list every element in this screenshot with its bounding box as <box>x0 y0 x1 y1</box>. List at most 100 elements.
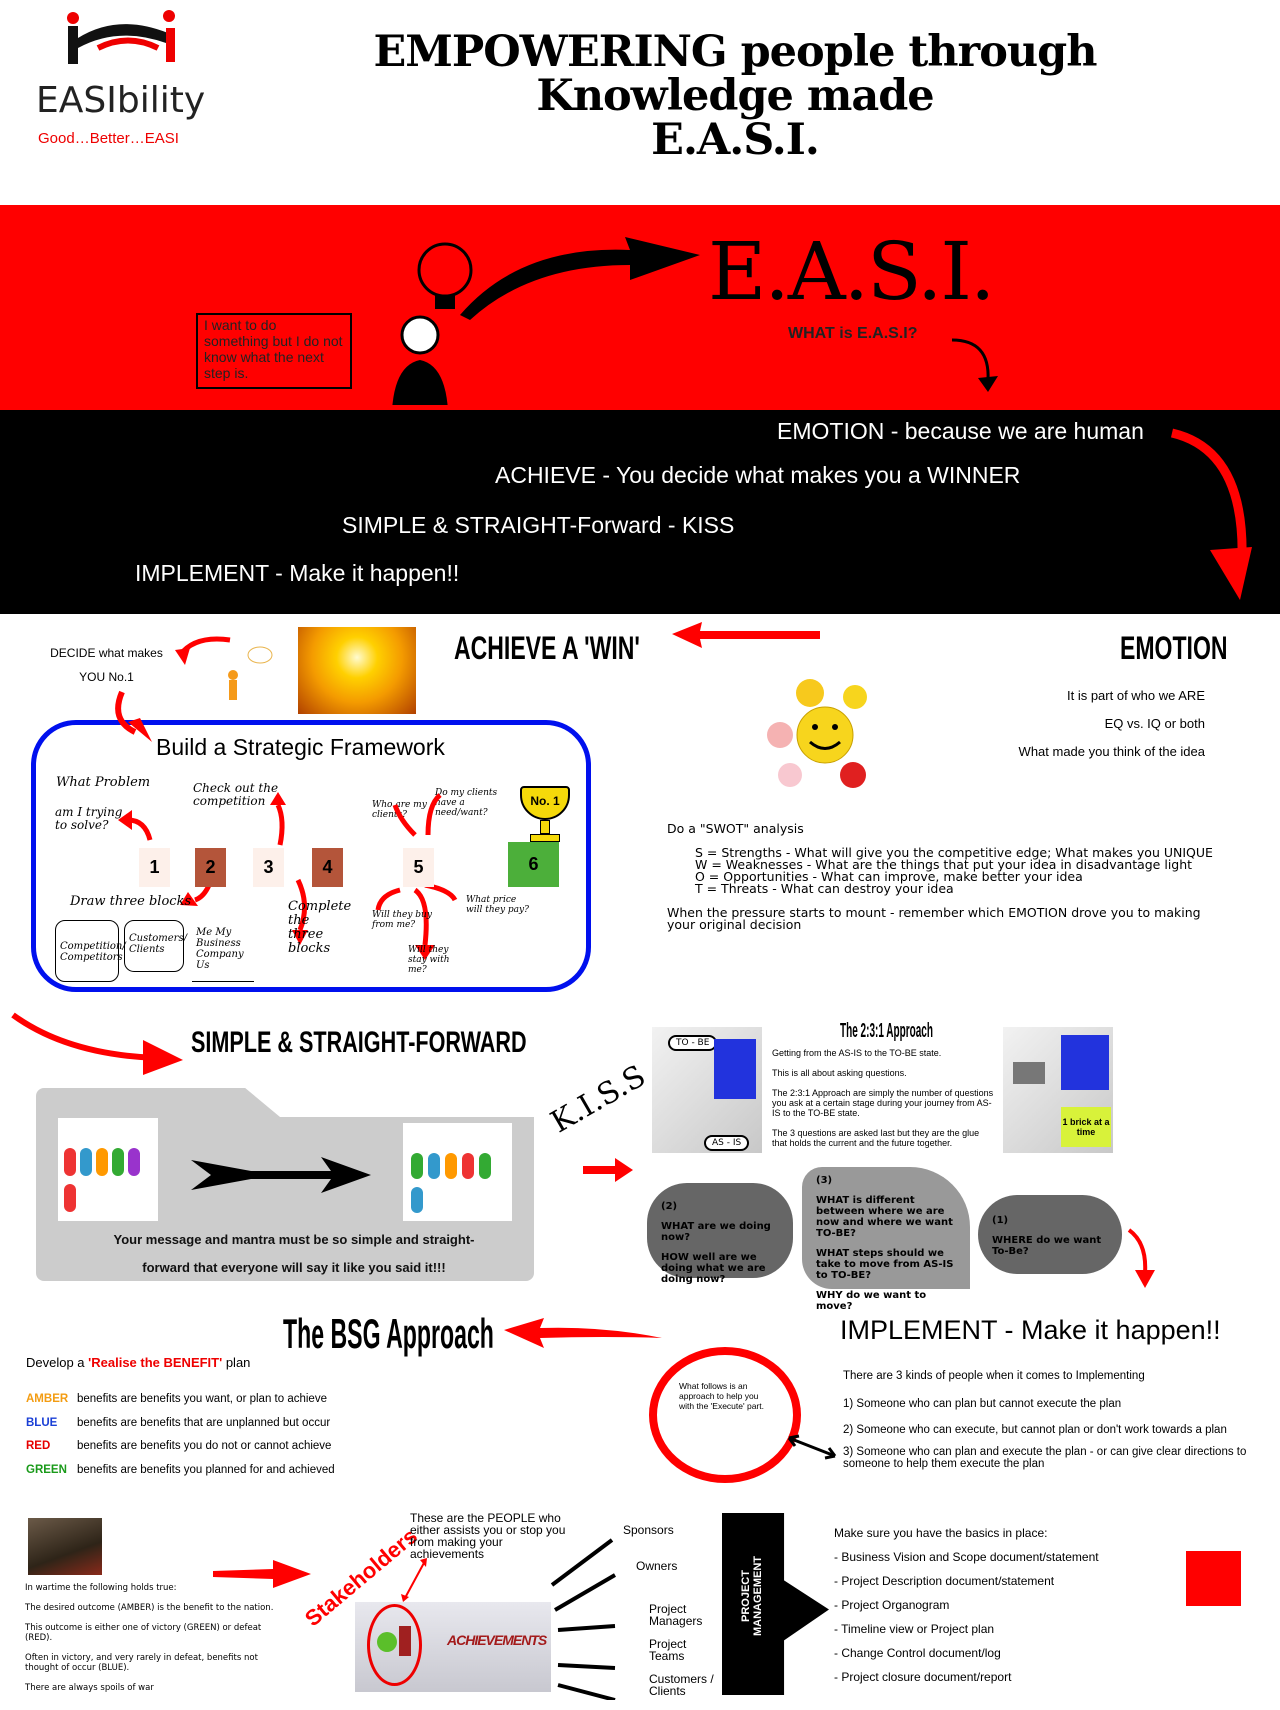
block-competition: Competition/ Competitors <box>55 920 126 982</box>
decide-line: YOU No.1 <box>79 670 134 684</box>
what-problem: What Problem <box>56 775 151 790</box>
basics-item: - Project Description document/statement <box>834 1574 1055 1588</box>
bubble-text: (2) <box>661 1201 678 1212</box>
bsg-develop: Develop a 'Realise the BENEFIT' plan <box>26 1355 250 1370</box>
people-speaking-image <box>58 1118 158 1221</box>
complete-blocks: Complete the three blocks <box>288 899 352 956</box>
red-swoosh-arrow-icon <box>11 1012 183 1075</box>
basics-item: - Project closure document/report <box>834 1670 1012 1684</box>
logo-name: EASIbility <box>36 80 206 121</box>
emoji-cluster-icon <box>767 679 867 788</box>
acronym-band: EMOTION - because we are human ACHIEVE -… <box>0 410 1280 614</box>
stakeholder-arrows-icon <box>550 1538 617 1700</box>
red-square <box>1186 1551 1241 1606</box>
simple-heading: SIMPLE & STRAIGHT-FORWARD <box>191 1026 527 1059</box>
people-chatting-image <box>403 1123 512 1221</box>
emotion-line: EQ vs. IQ or both <box>1104 716 1205 731</box>
red-down-arrow-icon <box>115 690 152 742</box>
war-text: In wartime the following holds true: The… <box>25 1583 285 1693</box>
thinking-person-icon <box>175 636 273 700</box>
check-competition: Check out the competition <box>193 781 279 808</box>
acronym-e: EMOTION - because we are human <box>777 418 1144 444</box>
achievements-image: ACHIEVEMENTS <box>355 1602 551 1692</box>
sunrise-image <box>298 627 416 714</box>
basics-list: Make sure you have the basics in place: … <box>834 1521 1099 1689</box>
decide-line: DECIDE what makes <box>50 646 163 660</box>
bubble-text: WHAT are we doing now? <box>661 1221 771 1243</box>
role-owners: Owners <box>636 1559 678 1573</box>
row-text: benefits are benefits you want, or plan … <box>77 1393 327 1405</box>
war-line: Often in victory, and very rarely in def… <box>25 1653 258 1673</box>
block-me: Me My Business Company Us <box>192 925 254 982</box>
title-line: EMPOWERING people through <box>373 27 1098 77</box>
step-6: 6 <box>508 842 559 887</box>
basics-intro: Make sure you have the basics in place: <box>834 1526 1048 1540</box>
bubble-2: (2)WHAT are we doing now?HOW well are we… <box>647 1183 793 1285</box>
develop-post: plan <box>222 1355 251 1370</box>
curved-arrow-icon <box>951 338 998 392</box>
step-5: 5 <box>403 848 434 887</box>
title-line: Knowledge made <box>536 71 934 121</box>
hero-band: I want to do something but I do not know… <box>0 205 1280 410</box>
swot-t: T = Threats - What can destroy your idea <box>695 881 954 896</box>
basics-item: - Timeline view or Project plan <box>834 1622 995 1636</box>
approach-title: The 2:3:1 Approach <box>840 1020 933 1042</box>
framework-arrows <box>118 792 458 960</box>
war-line: This outcome is either one of victory (G… <box>25 1623 262 1643</box>
emotion-heading: EMOTION <box>1120 630 1228 666</box>
bubble-text: WHY do we want to move? <box>816 1290 927 1312</box>
execute-circle: What follows is an approach to help you … <box>649 1347 801 1483</box>
implement-list: There are 3 kinds of people when it come… <box>843 1370 1263 1470</box>
implement-heading: IMPLEMENT - Make it happen!! <box>840 1315 1221 1345</box>
achieve-heading: ACHIEVE A 'WIN' <box>454 630 640 666</box>
implement-item: 1) Someone who can plan but cannot execu… <box>843 1398 1122 1410</box>
emotion-lines: It is part of who we ARE EQ vs. IQ or bot… <box>900 682 1205 766</box>
war-line: In wartime the following holds true: <box>25 1583 177 1593</box>
step-1: 1 <box>139 848 170 887</box>
logo-figures-icon <box>67 10 175 64</box>
develop-pre: Develop a <box>26 1355 89 1370</box>
war-line: There are always spoils of war <box>25 1683 154 1693</box>
trying-to-solve: am I trying to solve? <box>55 805 123 832</box>
role-customers: Customers / Clients <box>649 1672 714 1698</box>
approach-p: The 2:3:1 Approach are simply the number… <box>772 1088 994 1118</box>
simple-message: Your message and mantra must be so simpl… <box>36 1226 552 1282</box>
swot-intro: Do a "SWOT" analysis <box>667 821 804 836</box>
emotion-line: What made you think of the idea <box>1018 744 1205 759</box>
lightbulb-person-icon <box>392 237 700 405</box>
circle-text: What follows is an approach to help you … <box>679 1381 764 1411</box>
what-is-easi: WHAT is E.A.S.I? <box>788 325 918 342</box>
row-text: benefits are benefits you planned for an… <box>77 1463 335 1476</box>
row-text: benefits are benefits that are unplanned… <box>77 1416 331 1429</box>
will-stay: Will they stay with me? <box>408 945 450 975</box>
red-right-arrow-icon <box>213 1560 311 1588</box>
row-label: BLUE <box>26 1416 58 1429</box>
implement-item: 2) Someone who can execute, but cannot p… <box>843 1424 1227 1436</box>
row-text: benefits are benefits you do not or cann… <box>77 1440 332 1452</box>
brick-note: 1 brick at a time <box>1061 1107 1111 1147</box>
trophy-label: No. 1 <box>520 786 570 820</box>
strategic-framework <box>31 720 591 992</box>
who-clients: Who are my clients? <box>372 800 427 820</box>
war-image <box>28 1518 102 1575</box>
page-title: EMPOWERING people through Knowledge made… <box>340 30 1130 162</box>
framework-title: Build a Strategic Framework <box>156 734 445 760</box>
bsg-row-blue: BLUE benefits are benefits that are unpla… <box>26 1412 335 1436</box>
red-curved-arrow-icon <box>1170 428 1252 600</box>
logo: EASIbility Good…Better…EASI <box>36 8 213 148</box>
acronym-s: SIMPLE & STRAIGHT-Forward - KISS <box>342 512 735 538</box>
red-down-curve-icon <box>1127 1228 1155 1288</box>
role-sponsors: Sponsors <box>623 1523 674 1537</box>
red-left-arrow-icon <box>672 622 820 648</box>
step-3: 3 <box>253 848 284 887</box>
easi-big-title: E.A.S.I. <box>708 225 995 318</box>
emotion-line: It is part of who we ARE <box>1066 688 1205 703</box>
to-be-cloud: TO - BE <box>668 1035 718 1051</box>
bubble-text: WHAT steps should we take to move from A… <box>816 1248 954 1281</box>
brick-image: 1 brick at a time <box>1003 1027 1113 1153</box>
bubble-text: WHAT is different between where we are n… <box>816 1195 953 1239</box>
swot-w: W = Weaknesses - What are the things tha… <box>695 857 1193 872</box>
bubble-text: (1) <box>992 1215 1009 1226</box>
